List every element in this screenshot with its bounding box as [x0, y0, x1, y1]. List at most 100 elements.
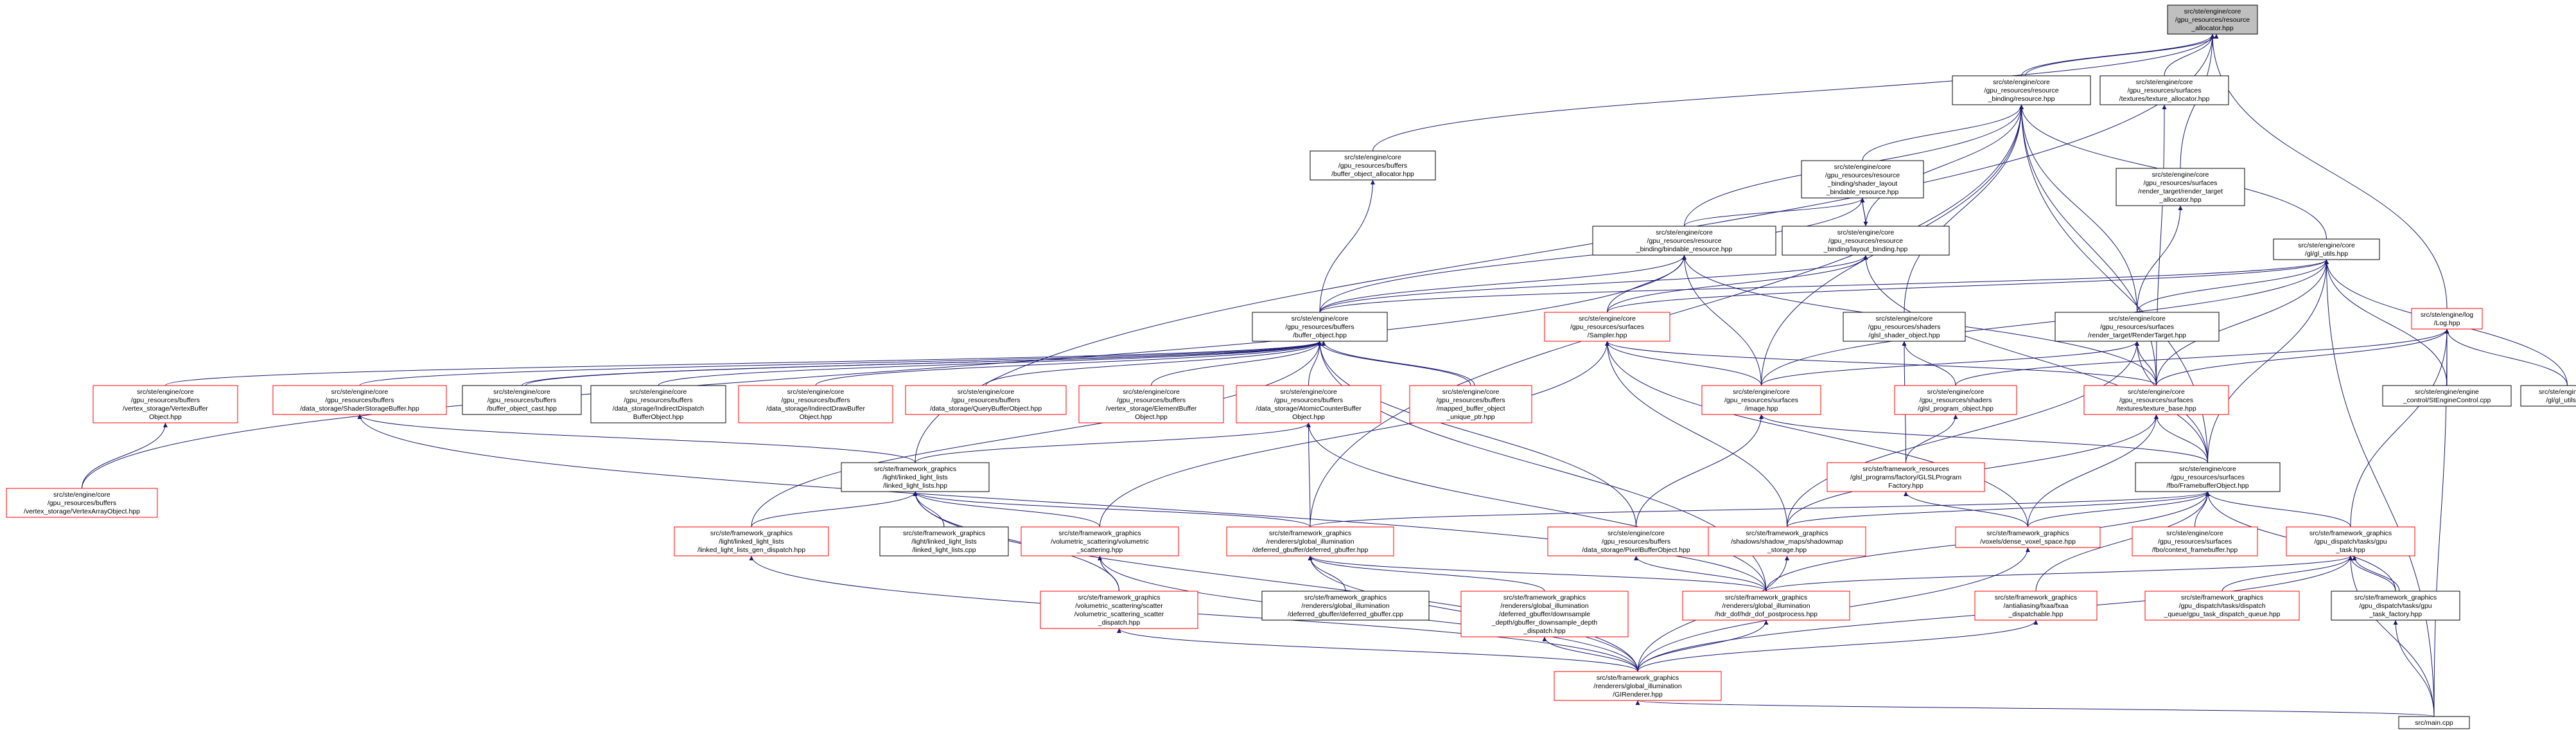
- node-buffer_object_allocator[interactable]: src/ste/engine/core/gpu_resources/buffer…: [1310, 150, 1436, 181]
- node-scatter_storage[interactable]: src/ste/framework_graphics/volumetric_sc…: [1040, 591, 1198, 629]
- node-vertex_array[interactable]: src/ste/engine/core/gpu_resources/buffer…: [6, 488, 158, 518]
- node-linked_light_lists[interactable]: src/ste/framework_graphics/light/linked_…: [841, 462, 990, 492]
- edge-sampler-to-layout_binding: [1607, 254, 1868, 313]
- node-texture_base[interactable]: src/ste/engine/core/gpu_resources/surfac…: [2083, 385, 2229, 415]
- edge-deferred_gbuffer-to-atomic_counter: [1306, 422, 1311, 528]
- node-buffer_object_cast[interactable]: src/ste/engine/core/gpu_resources/buffer…: [462, 385, 582, 415]
- node-label-line: Factory.hpp: [1888, 482, 1923, 490]
- node-render_target_allocator[interactable]: src/ste/engine/core/gpu_resources/surfac…: [2116, 168, 2245, 206]
- node-resource[interactable]: src/ste/engine/core/gpu_resources/resour…: [1952, 75, 2091, 105]
- node-label-line: _binding/bindable_resource.hpp: [1636, 245, 1733, 253]
- node-main_cpp[interactable]: src/main.cpp: [2398, 716, 2470, 729]
- node-shader_storage_buffer[interactable]: src/ste/engine/core/gpu_resources/buffer…: [272, 385, 447, 415]
- edge-buffer_object-to-layout_binding: [1319, 254, 1868, 313]
- node-label-line: /vertex_storage/VertexArrayObject.hpp: [24, 508, 140, 515]
- node-image[interactable]: src/ste/engine/core/gpu_resources/surfac…: [1701, 385, 1821, 415]
- node-fxaa[interactable]: src/ste/framework_graphics/antialiasing/…: [1974, 591, 2098, 621]
- node-label-line: /volumetric_scattering/volumetric: [1051, 538, 1149, 546]
- node-layout_binding[interactable]: src/ste/engine/core/gpu_resources/resour…: [1782, 226, 1950, 256]
- node-deferred_gbuffer[interactable]: src/ste/framework_graphics/renderers/glo…: [1226, 526, 1394, 556]
- node-buffer_object[interactable]: src/ste/engine/core/gpu_resources/buffer…: [1252, 312, 1388, 342]
- edge-gi_renderer-to-scatter_storage: [1117, 628, 1638, 672]
- node-sampler[interactable]: src/ste/engine/core/gpu_resources/surfac…: [1544, 312, 1670, 342]
- node-label-line: /gpu_resources/resource: [1828, 237, 1903, 245]
- edge-element_buffer-to-buffer_object: [1151, 341, 1322, 386]
- node-render_target[interactable]: src/ste/engine/core/gpu_resources/surfac…: [2055, 312, 2220, 342]
- node-label-line: /gpu_resources/shaders: [1868, 323, 1941, 331]
- node-indirect_draw[interactable]: src/ste/engine/core/gpu_resources/buffer…: [738, 385, 893, 423]
- node-box: [2331, 591, 2460, 621]
- node-gpu_task[interactable]: src/ste/framework_graphics/gpu_dispatch/…: [2286, 526, 2415, 556]
- node-deferred_gbuffer_cpp[interactable]: src/ste/framework_graphics/renderers/glo…: [1261, 591, 1430, 621]
- node-label-line: src/ste/engine/core: [1280, 388, 1337, 396]
- node-framebuffer_object[interactable]: src/ste/engine/core/gpu_resources/surfac…: [2135, 462, 2281, 492]
- node-box: [738, 385, 893, 423]
- node-label-line: _dispatch.hpp: [1098, 619, 1141, 627]
- edge-buffer_object-to-bindable_resource: [1319, 254, 1687, 313]
- graph-nodes: src/ste/engine/core/gpu_resources/resour…: [6, 4, 2576, 729]
- node-mapped_buffer[interactable]: src/ste/engine/core/gpu_resources/buffer…: [1409, 385, 1532, 423]
- node-shader_layout_bindable[interactable]: src/ste/engine/core/gpu_resources/resour…: [1801, 160, 1924, 199]
- edge-pixel_buffer-to-buffer_object: [1317, 341, 1636, 528]
- node-gi_renderer[interactable]: src/ste/framework_graphics/renderers/glo…: [1554, 671, 1722, 701]
- node-glsl_program_object[interactable]: src/ste/engine/core/gpu_resources/shader…: [1894, 385, 2017, 415]
- node-linked_light_lists_cpp[interactable]: src/ste/framework_graphics/light/linked_…: [879, 526, 1009, 556]
- edge-glsl_program_object-to-glsl_shader_object: [1902, 341, 1956, 386]
- edge-gi_renderer-to-linked_light_lists: [913, 491, 1638, 672]
- node-label-line: /vertex_storage/VertexBuffer: [123, 405, 208, 413]
- edge-texture_allocator-to-resource_allocator: [2164, 33, 2215, 76]
- node-label-line: /renderers/global_illumination: [1301, 602, 1389, 610]
- node-shadowmap_storage[interactable]: src/ste/framework_graphics/shadows/shado…: [1708, 526, 1866, 556]
- node-glsl_shader_object[interactable]: src/ste/engine/core/gpu_resources/shader…: [1843, 312, 1966, 342]
- node-downsample_depth[interactable]: src/ste/framework_graphics/renderers/glo…: [1460, 591, 1629, 637]
- edge-indirect_dispatch-to-buffer_object: [658, 341, 1322, 386]
- edge-glsl_program_factory-to-glsl_program_object: [1906, 414, 1958, 463]
- node-query_buffer[interactable]: src/ste/engine/core/gpu_resources/buffer…: [905, 385, 1067, 415]
- node-label-line: src/ste/engine/core: [1292, 315, 1349, 323]
- node-label-line: /light/linked_light_lists: [719, 538, 784, 546]
- node-hdr_dof[interactable]: src/ste/framework_graphics/renderers/glo…: [1682, 591, 1850, 621]
- node-volumetric_scattering[interactable]: src/ste/framework_graphics/volumetric_sc…: [1021, 526, 1179, 556]
- edge-linked_light_lists_gen-to-buffer_object: [751, 341, 1322, 528]
- node-vertex_buffer[interactable]: src/ste/engine/core/gpu_resources/buffer…: [92, 385, 238, 423]
- node-context_framebuffer[interactable]: src/ste/engine/core/gpu_resources/surfac…: [2132, 526, 2258, 556]
- node-label-line: /gpu_dispatch/tasks/gpu: [2359, 602, 2431, 610]
- node-pixel_buffer[interactable]: src/ste/engine/core/gpu_resources/buffer…: [1547, 526, 1725, 556]
- edge-buffer_object-to-shader_layout_bindable: [1319, 197, 1865, 313]
- node-box: [1252, 312, 1388, 342]
- node-label-line: /gpu_resources/buffers: [487, 396, 556, 404]
- node-label-line: src/main.cpp: [2415, 719, 2453, 727]
- node-label-line: _binding/resource.hpp: [1988, 95, 2055, 103]
- node-label-line: /gpu_dispatch/tasks/gpu: [2314, 538, 2387, 546]
- node-label-line: src/ste/framework_graphics: [710, 530, 793, 537]
- edge-layout_binding-to-resource: [1865, 104, 2024, 227]
- node-indirect_dispatch[interactable]: src/ste/engine/core/gpu_resources/buffer…: [590, 385, 726, 423]
- node-log[interactable]: src/ste/engine/log/Log.hpp: [2411, 308, 2483, 330]
- node-glsl_program_factory[interactable]: src/ste/framework_resources/glsl_program…: [1827, 462, 1985, 492]
- node-texture_allocator[interactable]: src/ste/engine/core/gpu_resources/surfac…: [2099, 75, 2229, 105]
- node-gpu_task_queue[interactable]: src/ste/framework_graphics/gpu_dispatch/…: [2144, 591, 2300, 621]
- node-atomic_counter[interactable]: src/ste/engine/core/gpu_resources/buffer…: [1236, 385, 1381, 423]
- edge-buffer_object-to-buffer_object_allocator: [1319, 179, 1375, 313]
- edge-shader_layout_bindable-to-layout_binding: [1862, 197, 1868, 227]
- node-gl_utils[interactable]: src/ste/engine/core/gl/gl_utils.hpp: [2273, 238, 2380, 260]
- node-label-line: /hdr_dof/hdr_dof_postprocess.hpp: [1715, 610, 1818, 618]
- node-bindable_resource[interactable]: src/ste/engine/core/gpu_resources/resour…: [1592, 226, 1776, 256]
- node-resource_allocator[interactable]: src/ste/engine/core/gpu_resources/resour…: [2167, 4, 2258, 35]
- node-engine_control[interactable]: src/ste/engine/engine_control/StEngineCo…: [2382, 385, 2512, 407]
- node-label-line: src/ste/engine/core: [1837, 229, 1895, 236]
- node-label-line: BufferObject.hpp: [633, 413, 684, 421]
- node-label-line: /data_storage/AtomicCounterBuffer: [1256, 405, 1362, 413]
- node-label-line: src/ste/engine/core: [958, 388, 1015, 396]
- edge-render_target-to-gl_utils: [2137, 259, 2329, 313]
- node-dense_voxel_space[interactable]: src/ste/framework_graphics/voxels/dense_…: [1955, 526, 2101, 548]
- node-label-line: /glsl_programs/factory/GLSLProgram: [1850, 474, 1962, 481]
- node-gpu_task_factory[interactable]: src/ste/framework_graphics/gpu_dispatch/…: [2331, 591, 2460, 621]
- node-label-line: src/ste/engine/core: [1656, 229, 1713, 236]
- node-element_buffer[interactable]: src/ste/engine/core/gpu_resources/buffer…: [1078, 385, 1224, 423]
- node-gl_utils_cpp[interactable]: src/ste/engine/core/gl/gl_utils.cpp: [2520, 385, 2576, 407]
- node-label-line: src/ste/framework_graphics: [1597, 674, 1679, 682]
- edge-render_target-to-render_target_allocator: [2137, 205, 2183, 313]
- node-linked_light_lists_gen[interactable]: src/ste/framework_graphics/light/linked_…: [674, 526, 829, 556]
- node-label-line: src/ste/engine/core: [2179, 465, 2236, 473]
